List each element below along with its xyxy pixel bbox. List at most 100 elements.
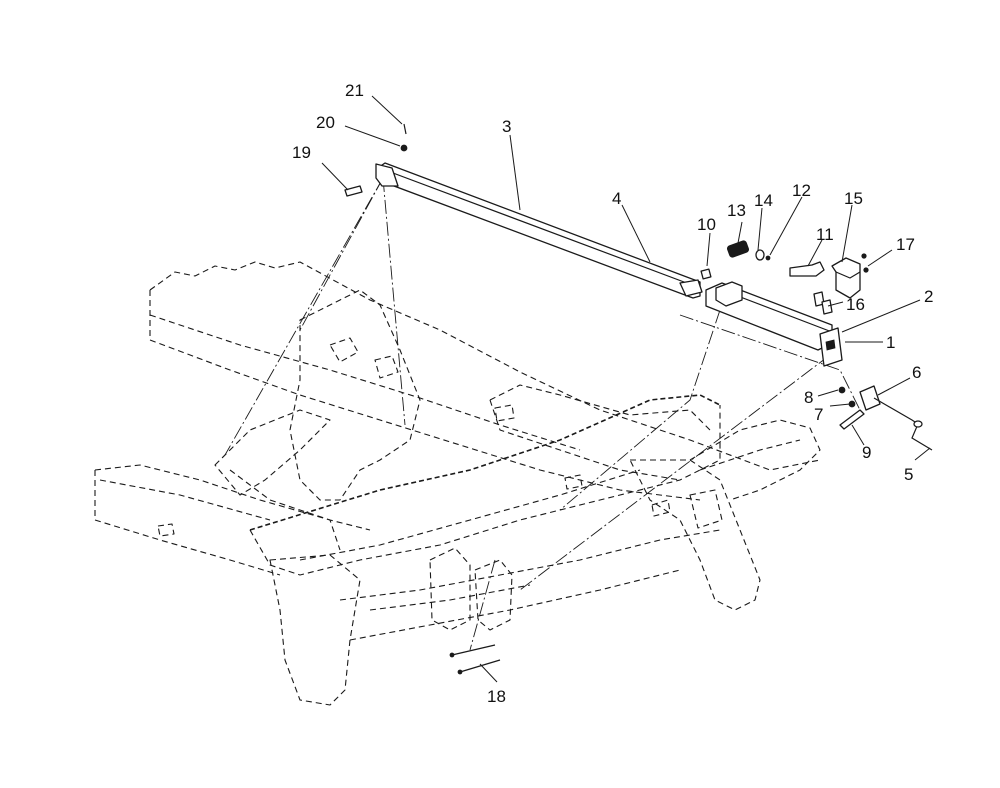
front-box-ghost-inner [299,469,641,561]
leader-18 [479,663,498,683]
callout-1: 1 [886,333,895,352]
leader-11 [807,239,823,267]
lower-beam-ghost-bottom [94,519,281,576]
frame-marker-ghost-3 [564,474,583,490]
part-12-holder [715,281,743,307]
phantom-line-left-2 [299,177,384,331]
part-14-washer [755,249,765,261]
part-10-nut [700,268,712,280]
center-post-ghost-2 [474,559,513,631]
frame-marker-ghost-2 [651,499,671,517]
part-17-bolt-b [863,267,869,273]
leader-14 [757,207,763,251]
callout-16: 16 [846,295,865,314]
part-5-handle-rod [873,397,933,451]
part-4-tube-end [679,279,703,297]
leader-6 [877,377,911,396]
callout-5: 5 [904,465,913,484]
part-18-pin-b [459,659,501,673]
phantom-line-left-3 [382,177,406,426]
alignment-lines [224,177,861,651]
part-13-spring-body [726,240,750,258]
upper-beam-ghost-mid [149,314,581,451]
part-13-spring [726,240,750,258]
callout-14: 14 [754,191,773,210]
callout-8: 8 [804,388,813,407]
part-9-bolt [839,409,865,430]
leader-9 [851,424,865,446]
callout-2: 2 [924,287,933,306]
left-arm-ghost [214,409,331,496]
callout-13: 13 [727,201,746,220]
leader-4 [621,204,651,263]
right-arm-ghost [689,419,821,501]
part-15-bracket [831,257,861,299]
callout-20: 20 [316,113,335,132]
callout-numbers: 1 2 3 4 5 6 7 8 9 10 11 12 13 14 15 16 1… [292,81,933,706]
leader-10 [706,232,711,267]
part-16-pin-b [821,299,833,315]
phantom-line-pins [469,559,496,651]
part-3-long-tube [377,162,701,299]
lower-cross-ghost-2 [349,569,681,641]
callout-21: 21 [345,81,364,100]
upper-beam-ghost [149,261,821,471]
callout-4: 4 [612,189,621,208]
frame-marker-ghost-4 [494,404,515,422]
front-box-ghost-side [249,405,721,576]
part-15-bracket-fold [835,271,861,279]
part-19-pin [344,185,363,197]
left-bracket-plate-ghost [289,289,421,501]
part-18-pin-b-head [457,669,463,675]
lower-beam-ghost [94,464,371,531]
front-box-ghost-top [249,394,721,531]
callout-12: 12 [792,181,811,200]
leader-5 [914,447,931,461]
part-2-end-plate-hole [825,339,836,351]
part-14-washer-dot [765,255,771,261]
leader-20 [344,125,401,147]
leader-12 [769,196,803,256]
part-11-bolt [789,261,825,277]
leader-21 [371,95,403,125]
parts-solid [344,123,933,675]
leader-3 [509,134,521,211]
callout-15: 15 [844,189,863,208]
part-18-pin-a-head [449,652,455,658]
leader-16 [827,301,844,307]
callout-17: 17 [896,235,915,254]
left-bracket-lug-ghost [329,337,359,363]
leader-15 [841,204,853,263]
leader-13 [737,221,743,244]
part-21-cotter-pin [403,123,407,135]
upper-beam-ghost-bottom [149,339,701,501]
callout-18: 18 [487,687,506,706]
leader-17 [867,249,893,267]
leader-19 [321,162,349,191]
right-plate-bolt-ghost [689,489,723,529]
callout-10: 10 [697,215,716,234]
right-arm-ghost-2 [699,439,801,471]
center-post-ghost [429,547,471,631]
leader-lines [321,95,931,683]
part-6-latch-plate [859,385,881,411]
leader-8 [817,389,839,397]
left-arm-ghost-2 [229,469,341,551]
callout-19: 19 [292,143,311,162]
callout-3: 3 [502,117,511,136]
callout-9: 9 [862,443,871,462]
lower-cross-ghost [339,529,721,601]
frame-marker-ghost-1 [157,523,175,537]
part-17-bolt-a [861,253,867,259]
part-20-nut [400,144,408,152]
leader-7 [829,403,851,407]
center-crossmember-ghost [489,384,711,431]
lower-cross-ghost-3 [369,584,531,611]
part-3-tube-edge [384,169,701,289]
phantom-line-right-1 [519,354,831,591]
callout-11: 11 [816,225,834,244]
phantom-line-left-1 [224,177,384,456]
frame-ghost [94,261,821,706]
